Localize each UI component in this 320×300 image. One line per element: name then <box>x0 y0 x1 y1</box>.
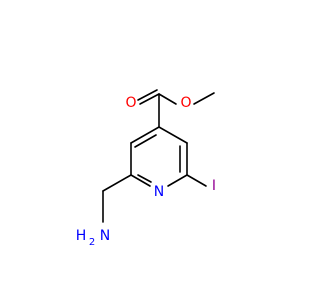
atom-label-layer: O O N I H 2 N <box>76 95 216 248</box>
amine-nitrogen-label: N <box>100 228 110 244</box>
amine-hydrogen-count: 2 <box>89 237 95 248</box>
bond-ring-c4-c3-inner <box>134 134 157 148</box>
bond-c6-iodine <box>186 174 207 187</box>
bond-ring-c2-n1 <box>130 174 151 187</box>
structure-canvas: O O N I H 2 N <box>76 89 216 248</box>
amine-group-label: H 2 N <box>76 228 111 248</box>
bond-carbonyl-ester-o <box>158 93 177 105</box>
iodine-label: I <box>212 178 216 194</box>
carbonyl-oxygen-label: O <box>125 95 136 111</box>
bond-ring-c5-c4 <box>158 126 188 144</box>
bond-ester-o-methyl <box>193 92 215 105</box>
amine-hydrogen-label: H <box>76 228 87 244</box>
bond-carbonyl-o-a <box>139 93 160 105</box>
bond-c2-ch2 <box>102 174 132 192</box>
bond-ring-c4-c3 <box>130 126 160 144</box>
bond-carbonyl-o-b <box>137 89 158 101</box>
ring-nitrogen-label: N <box>154 184 164 200</box>
bond-ring-c2-n1-inner <box>137 174 152 183</box>
ester-oxygen-label: O <box>180 95 191 111</box>
bond-layer <box>102 89 215 223</box>
bond-ring-n1-c6 <box>167 174 188 187</box>
molecule-diagram: O O N I H 2 N <box>76 89 216 248</box>
